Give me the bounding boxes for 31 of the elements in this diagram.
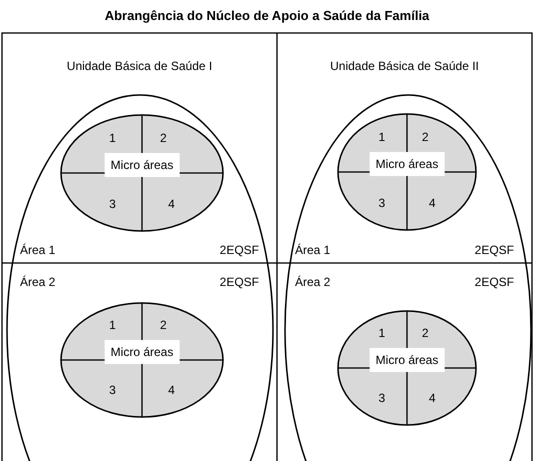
diagram-title: Abrangência do Núcleo de Apoio a Saúde da Família bbox=[104, 9, 430, 23]
quadrant-number: 1 bbox=[109, 318, 116, 332]
team-count-label: 2EQSF bbox=[474, 243, 514, 257]
quadrant-number: 4 bbox=[168, 383, 175, 398]
area-label: Área 2 bbox=[20, 275, 56, 289]
unit-heading: Unidade Básica de Saúde I bbox=[66, 59, 214, 73]
team-count-label: 2EQSF bbox=[474, 275, 514, 289]
quadrant-number: 2 bbox=[160, 318, 167, 332]
team-count-label: 2EQSF bbox=[220, 243, 259, 257]
quadrant-number: 4 bbox=[428, 196, 436, 210]
quadrant-number: 3 bbox=[378, 391, 386, 406]
quadrant-number: 2 bbox=[422, 130, 429, 144]
team-count-label: 2EQSF bbox=[220, 275, 259, 289]
unit-heading: Unidade Básica de Saúde II bbox=[329, 59, 480, 73]
area-label: Área 2 bbox=[295, 275, 330, 289]
quadrant-number: 4 bbox=[428, 391, 436, 406]
quadrant-number: 3 bbox=[109, 196, 116, 211]
quadrant-number: 3 bbox=[378, 196, 386, 210]
quadrant-number: 1 bbox=[109, 130, 116, 145]
quadrant-number: 3 bbox=[109, 383, 116, 398]
micro-areas-label: Micro áreas bbox=[370, 348, 444, 372]
quadrant-number: 4 bbox=[168, 196, 175, 211]
micro-areas-label: Micro áreas bbox=[104, 340, 180, 364]
micro-areas-label: Micro áreas bbox=[370, 152, 444, 176]
area-label: Área 1 bbox=[20, 243, 56, 257]
quadrant-number: 2 bbox=[160, 130, 167, 145]
area-label: Área 1 bbox=[295, 243, 330, 257]
quadrant-number: 1 bbox=[378, 130, 386, 144]
micro-areas-label: Micro áreas bbox=[104, 152, 180, 177]
quadrant-number: 2 bbox=[422, 326, 429, 340]
quadrant-number: 1 bbox=[378, 326, 386, 340]
